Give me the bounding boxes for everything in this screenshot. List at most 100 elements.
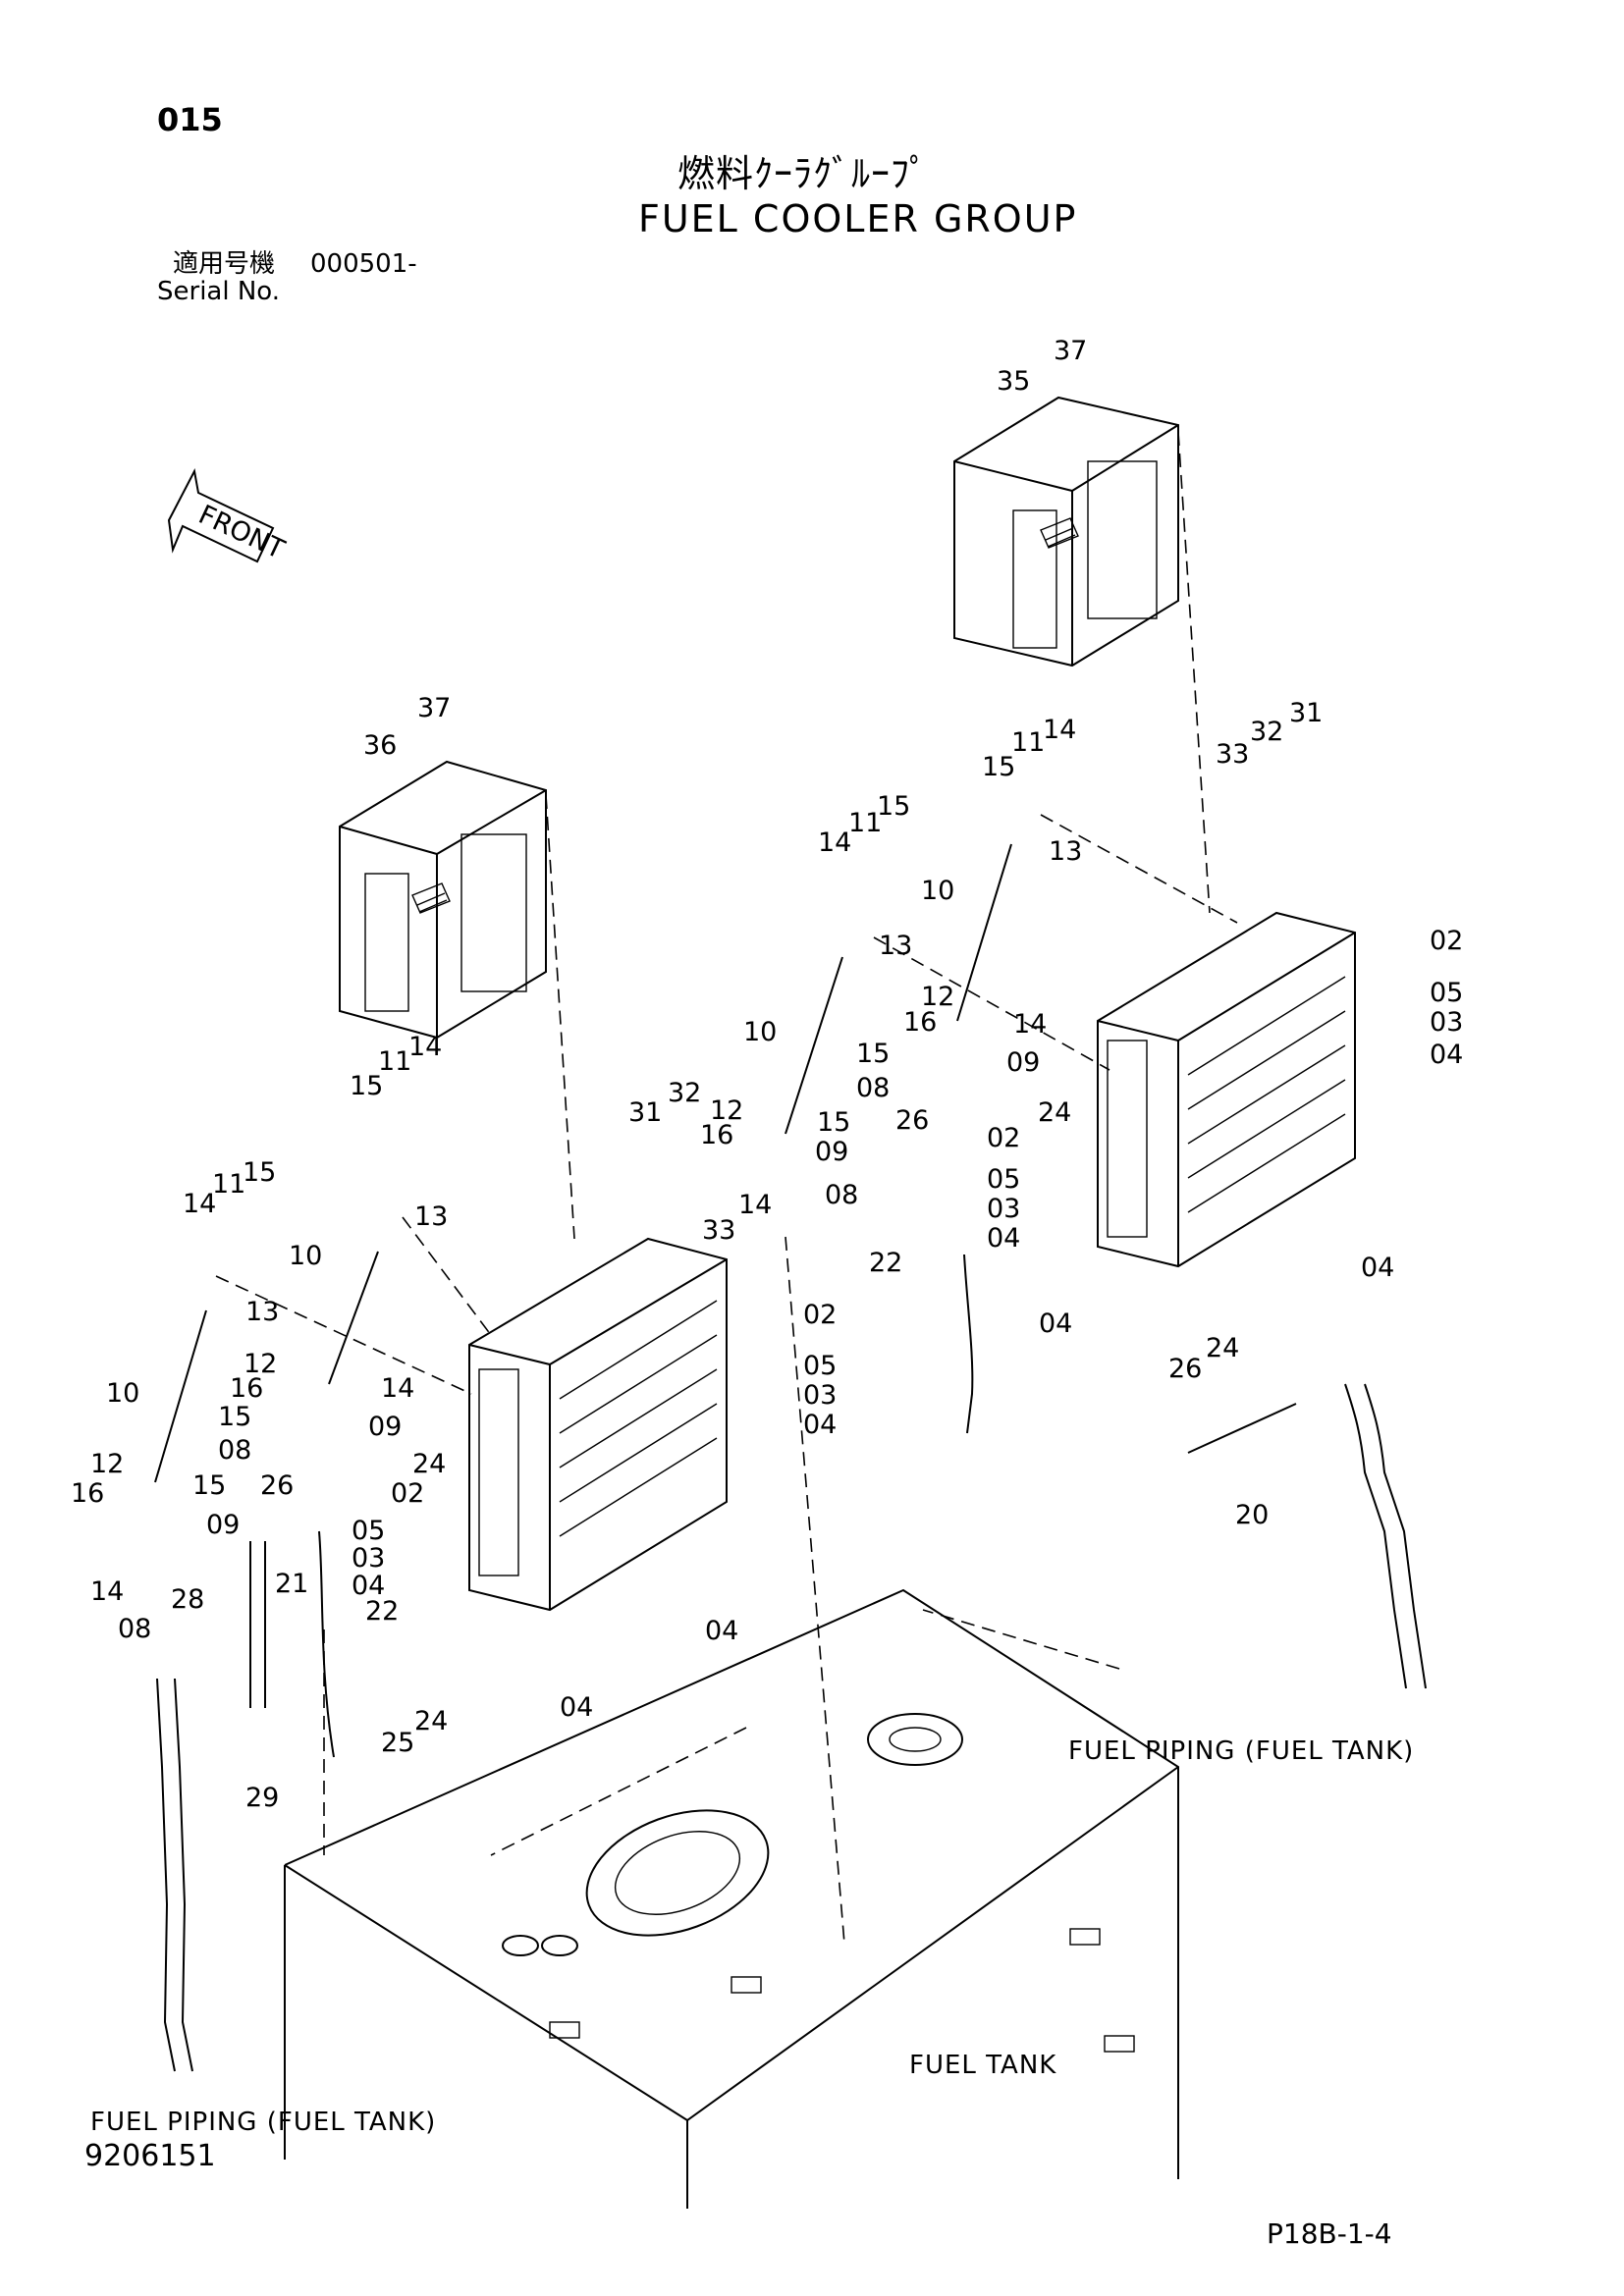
part-label: 11 — [212, 1169, 245, 1200]
part-label: 15 — [982, 752, 1015, 782]
part-label: 31 — [628, 1097, 662, 1128]
page-title: FUEL COOLER GROUP — [638, 197, 1078, 240]
part-label: 13 — [245, 1297, 279, 1327]
part-label: 04 — [560, 1692, 593, 1723]
part-label: 03 — [352, 1543, 385, 1574]
part-label: 37 — [1054, 336, 1087, 366]
part-label: 24 — [1206, 1333, 1239, 1363]
serial-label-japanese: 適用号機 — [173, 249, 276, 279]
part-label: 37 — [417, 693, 451, 723]
part-label: 08 — [118, 1614, 151, 1644]
part-label: 16 — [903, 1007, 937, 1038]
part-label: 14 — [818, 828, 851, 858]
part-label: 31 — [1289, 698, 1323, 728]
part-label: 15 — [192, 1470, 226, 1501]
part-label: 26 — [895, 1105, 929, 1136]
part-label: 14 — [408, 1032, 442, 1062]
part-label: 11 — [378, 1046, 411, 1077]
part-label: 12 — [90, 1449, 124, 1479]
part-label: 35 — [997, 366, 1030, 397]
part-label: 14 — [90, 1576, 124, 1607]
part-label: 22 — [869, 1248, 902, 1278]
part-label: 08 — [825, 1180, 858, 1210]
part-label: 04 — [1039, 1308, 1072, 1339]
part-label: 13 — [879, 931, 912, 961]
part-label: 09 — [815, 1137, 848, 1167]
part-label: 10 — [921, 876, 954, 906]
part-label: 03 — [1430, 1007, 1463, 1038]
cooler-cover-left — [339, 760, 547, 1040]
part-label: 10 — [106, 1378, 139, 1409]
part-label: 33 — [1216, 739, 1249, 770]
part-label: 04 — [803, 1410, 837, 1440]
part-label: 32 — [668, 1078, 701, 1108]
fuel-pipe-right — [1344, 1383, 1427, 1689]
sheet-reference: P18B-1-4 — [1267, 2217, 1392, 2250]
part-label: 14 — [1043, 715, 1076, 745]
part-label: 15 — [350, 1071, 383, 1101]
fuel-cooler-core-left — [468, 1237, 728, 1612]
part-label: 16 — [71, 1478, 104, 1509]
part-label: 02 — [803, 1300, 837, 1330]
fuel-tank — [284, 1588, 1179, 2209]
note-fuel-tank: FUEL TANK — [909, 2051, 1056, 2080]
part-label: 24 — [414, 1706, 448, 1736]
part-label: 28 — [171, 1584, 204, 1615]
part-label: 12 — [921, 982, 954, 1012]
note-fuel-piping-left: FUEL PIPING (FUEL TANK) — [90, 2108, 436, 2137]
part-label: 11 — [848, 808, 882, 838]
front-label: FRONT — [193, 500, 289, 565]
part-label: 14 — [183, 1189, 216, 1219]
part-label: 09 — [206, 1510, 240, 1540]
part-label: 33 — [702, 1215, 735, 1246]
part-label: 32 — [1250, 717, 1283, 747]
part-label: 15 — [817, 1107, 850, 1138]
part-label: 24 — [412, 1449, 446, 1479]
part-label: 14 — [738, 1190, 772, 1220]
part-label: 24 — [1038, 1097, 1071, 1128]
part-label: 16 — [700, 1120, 733, 1150]
part-label: 05 — [987, 1164, 1020, 1195]
part-label: 15 — [877, 791, 910, 822]
front-arrow-icon: FRONT — [167, 467, 290, 565]
hose-22-left — [318, 1530, 335, 1758]
part-label: 14 — [1013, 1009, 1047, 1040]
fuel-cooler-core-right — [1097, 911, 1356, 1268]
part-label: 11 — [1011, 727, 1045, 758]
serial-label: Serial No. — [157, 277, 280, 306]
part-label: 02 — [987, 1123, 1020, 1153]
part-label: 04 — [352, 1571, 385, 1601]
hose-20 — [1187, 1403, 1297, 1454]
part-label: 21 — [275, 1569, 308, 1599]
part-label: 14 — [381, 1373, 414, 1404]
fuel-pipe-left — [156, 1678, 193, 2072]
part-label: 25 — [381, 1728, 414, 1758]
part-label: 03 — [803, 1380, 837, 1411]
part-label: 26 — [260, 1470, 294, 1501]
part-label: 15 — [243, 1157, 276, 1188]
part-label: 08 — [218, 1435, 251, 1466]
part-label: 15 — [218, 1402, 251, 1432]
stay-rods — [154, 843, 1012, 1483]
part-label: 13 — [1049, 836, 1082, 867]
part-label: 05 — [352, 1516, 385, 1546]
part-label: 02 — [1430, 926, 1463, 956]
part-label: 04 — [705, 1616, 738, 1646]
page-title-japanese: 燃料ｸｰﾗｸﾞﾙｰﾌﾟ — [677, 152, 930, 195]
part-label: 05 — [803, 1351, 837, 1381]
part-label: 36 — [363, 730, 397, 761]
pipe-28 — [249, 1541, 266, 1708]
part-label: 10 — [743, 1017, 777, 1047]
part-label: 09 — [368, 1412, 402, 1442]
hose-22-right — [963, 1254, 974, 1434]
serial-number-value: 000501- — [310, 249, 417, 279]
part-labels: 37 35 37 36 33 32 31 15 11 14 13 10 14 1… — [71, 336, 1463, 1813]
part-label: 03 — [987, 1194, 1020, 1224]
part-label: 20 — [1235, 1500, 1269, 1530]
guide-lines — [215, 431, 1238, 1945]
part-label: 22 — [365, 1596, 399, 1627]
part-label: 04 — [1430, 1040, 1463, 1070]
part-label: 29 — [245, 1783, 279, 1813]
part-label: 15 — [856, 1039, 890, 1069]
